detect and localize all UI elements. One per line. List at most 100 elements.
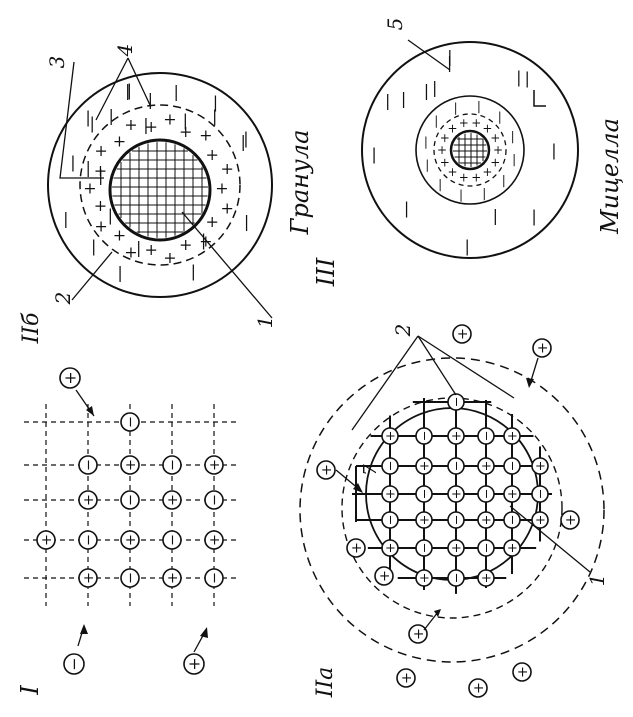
leader-line-4a	[95, 57, 129, 121]
lattice-ion-sign: +	[533, 461, 548, 472]
minus-ion: |	[551, 141, 556, 160]
lattice-ion-ring	[78, 455, 98, 475]
plus-ion: +	[493, 143, 503, 157]
lattice-ion: +	[415, 569, 433, 587]
label-micelle: Мицелла	[596, 118, 624, 235]
free-ion: +	[452, 324, 472, 344]
lattice-ion-sign: +	[417, 515, 432, 526]
lattice-ion-ring	[447, 511, 465, 529]
lattice-ion-sign: +	[417, 573, 432, 584]
lattice-ion-sign: −	[417, 489, 432, 500]
minus-ion: |	[511, 129, 515, 143]
lattice-ion-ring	[447, 485, 465, 503]
lattice-ion: +	[381, 427, 399, 445]
lattice-ion: −	[120, 568, 140, 588]
plus-ion: +	[490, 155, 500, 169]
free-ion-sign: −	[65, 657, 84, 670]
arrow-top-right-head	[86, 406, 94, 416]
free-ion-sign: +	[349, 542, 365, 554]
minus-ion: |	[191, 261, 196, 280]
lattice-ion-ring	[162, 568, 182, 588]
minus-ion: |	[243, 129, 248, 148]
plus-ion: +	[179, 235, 192, 254]
minus-ion: |	[173, 82, 178, 101]
lattice-ion-sign: +	[383, 489, 398, 500]
lattice-ion: −	[415, 485, 433, 503]
plus-ion: +	[220, 198, 233, 217]
lattice-ion: +	[531, 457, 549, 475]
lattice-ion-ring	[477, 427, 495, 445]
lattice-ion-ring	[78, 530, 98, 550]
lattice-ion-ring	[477, 539, 495, 557]
free-ion: +	[560, 510, 580, 530]
lattice-ion: −	[381, 457, 399, 475]
lattice-ion-ring	[204, 455, 224, 475]
label-num-5: 5	[383, 18, 407, 31]
plus-ion: +	[440, 155, 450, 169]
lattice-ion: +	[477, 457, 495, 475]
minus-ion: |	[127, 80, 132, 99]
arrow-particle-left-head	[353, 483, 363, 493]
leader-line-5	[407, 39, 451, 71]
lattice-ion-sign: −	[417, 431, 432, 442]
lattice-ion-sign: −	[207, 572, 223, 584]
minus-ion: |	[371, 145, 376, 164]
lattice-ion: −	[531, 485, 549, 503]
lattice-ion-sign: −	[479, 543, 494, 554]
free-ion-ring	[374, 566, 394, 586]
free-ion-sign: +	[411, 628, 427, 640]
lattice-ion: −	[447, 511, 465, 529]
lattice-diagram: +−+−+−+−+−−+−++−+− +−+	[24, 367, 236, 675]
label-panel-III: III	[312, 257, 340, 287]
minus-ion: |	[447, 53, 452, 72]
lattice-ion-ring	[477, 511, 495, 529]
minus-ion: |	[212, 107, 217, 126]
lattice-ion-sign: +	[449, 489, 464, 500]
lattice-ion: −	[120, 490, 140, 510]
lattice-ion-sign: +	[505, 543, 520, 554]
lattice-ion-ring	[162, 490, 182, 510]
free-ion-sign: +	[319, 464, 335, 476]
lattice-ion-sign: −	[505, 461, 520, 472]
lattice-ion-ring	[120, 455, 140, 475]
lattice-ion: −	[162, 530, 182, 550]
free-ion-sign: +	[515, 666, 531, 678]
lattice-ion-sign: +	[533, 515, 548, 526]
lattice-ion-sign: −	[449, 461, 464, 472]
minus-ion: |	[70, 153, 75, 172]
lattice-ion: +	[78, 490, 98, 510]
lattice-ion: +	[36, 530, 56, 550]
minus-ion: |	[432, 78, 437, 97]
plus-ion: +	[94, 161, 107, 180]
minus-ion: |	[108, 106, 113, 125]
micelle-minus-ions: ||||||||||||||||||||||||||	[371, 47, 556, 256]
lattice-ion: −	[381, 511, 399, 529]
particle-lattice-nodes: +−+−+−+−+−+−+−+−+−−+−+−++−+−++−+	[381, 393, 549, 587]
minus-ion: |	[424, 134, 428, 148]
lattice-ion-ring	[447, 427, 465, 445]
lattice-ion-sign: +	[81, 572, 97, 584]
leader-line-3	[59, 61, 104, 179]
lattice-ion: −	[120, 412, 140, 432]
plus-ion: +	[83, 179, 96, 198]
arrow-bottom-right-head	[200, 627, 208, 638]
lattice-ion: −	[415, 539, 433, 557]
lattice-ion: +	[531, 511, 549, 529]
plus-ion: +	[199, 126, 212, 145]
plus-ion: +	[113, 225, 126, 244]
lattice-ion-ring	[381, 485, 399, 503]
free-ion-sign: +	[563, 514, 579, 526]
granule-diagram: ++++++++++++++++++++++ |||||||||||||||||…	[47, 57, 273, 319]
micelle-corner-mark	[533, 90, 546, 107]
minus-ion: |	[401, 89, 406, 108]
minus-ion: |	[183, 110, 188, 129]
lattice-ion-sign: −	[449, 573, 464, 584]
lattice-ion-ring	[381, 539, 399, 557]
free-ion: +	[59, 367, 81, 389]
lattice-ion: +	[204, 530, 224, 550]
minus-ion: |	[531, 207, 536, 226]
plus-ion: +	[490, 131, 500, 145]
lattice-ion-ring	[503, 427, 521, 445]
lattice-ion: −	[78, 455, 98, 475]
arrow-particle-bottom-head	[434, 609, 441, 617]
